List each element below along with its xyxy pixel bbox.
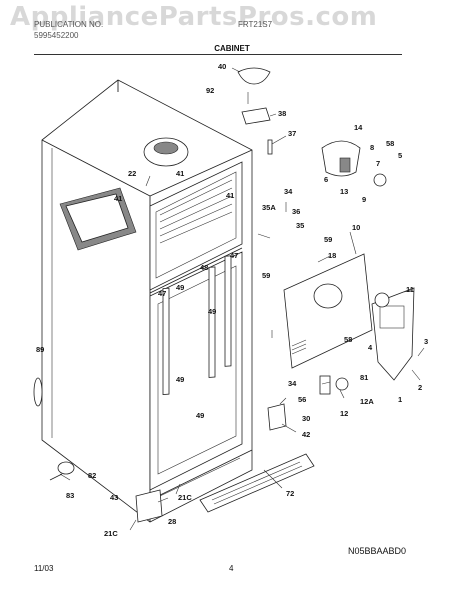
callout-10: 10	[352, 223, 360, 232]
rear-access-panel	[283, 253, 373, 369]
callout-9: 9	[362, 195, 366, 204]
light-housing	[143, 137, 189, 167]
callout-59-upper: 59	[324, 235, 332, 244]
callout-92: 92	[206, 86, 214, 95]
drawing-code: N05BBAABD0	[347, 546, 406, 556]
shelf-supports	[162, 255, 232, 396]
callout-41-left: 41	[114, 194, 122, 203]
callout-40: 40	[218, 62, 226, 71]
callout-48: 48	[200, 263, 208, 272]
callout-6: 6	[324, 175, 328, 184]
callout-8: 8	[370, 143, 374, 152]
callout-14: 14	[354, 123, 363, 132]
callout-81: 81	[360, 373, 368, 382]
callout-34-top: 34	[284, 187, 293, 196]
control-assembly	[321, 140, 387, 187]
callout-1: 1	[398, 395, 402, 404]
callout-30: 30	[302, 414, 310, 423]
callout-3: 3	[424, 337, 428, 346]
model-number: FRT21S7	[238, 20, 273, 29]
callout-labels: 40 92 38 37 14 58 8 5 7 6 13 9 22 41 41 …	[36, 62, 428, 538]
callout-72: 72	[286, 489, 294, 498]
callout-47-left: 47	[158, 289, 166, 298]
callout-2: 2	[418, 383, 422, 392]
callout-49-b: 49	[208, 307, 216, 316]
callout-41-top: 41	[176, 169, 184, 178]
callout-12A: 12A	[360, 397, 374, 406]
top-hinge-parts	[237, 67, 273, 155]
watermark: AppliancePartsPros.com	[10, 2, 378, 32]
callout-49-c: 49	[176, 375, 184, 384]
callout-12: 12	[340, 409, 348, 418]
leader-lines	[59, 67, 425, 531]
callout-13: 13	[340, 187, 348, 196]
callout-5: 5	[398, 151, 402, 160]
callout-7: 7	[376, 159, 380, 168]
callout-56: 56	[298, 395, 306, 404]
callout-37: 37	[288, 129, 296, 138]
publication-number: 5995452200	[34, 31, 79, 40]
leveling-parts	[33, 375, 349, 523]
cabinet-shell	[41, 79, 253, 523]
callout-4: 4	[368, 343, 373, 352]
callout-43: 43	[110, 493, 118, 502]
callout-28: 28	[168, 517, 176, 526]
callout-83: 83	[66, 491, 74, 500]
callout-59-lower: 59	[262, 271, 270, 280]
callout-49-a: 49	[176, 283, 184, 292]
bottom-grille	[199, 453, 315, 513]
publication-label: PUBLICATION NO.	[34, 20, 104, 29]
callout-42: 42	[302, 430, 310, 439]
callout-89: 89	[36, 345, 44, 354]
callout-11: 11	[406, 285, 414, 294]
callout-58-mid: 58	[344, 335, 352, 344]
callout-22: 22	[128, 169, 136, 178]
callout-49-d: 49	[196, 411, 204, 420]
callout-36: 36	[292, 207, 300, 216]
callout-38: 38	[278, 109, 286, 118]
section-title: CABINET	[214, 44, 250, 53]
callout-35: 35	[296, 221, 304, 230]
callout-58-top: 58	[386, 139, 394, 148]
footer-date: 11/03	[34, 564, 54, 573]
callout-82: 82	[88, 471, 96, 480]
side-bracket-part	[59, 187, 137, 251]
callout-21C-left: 21C	[104, 529, 118, 538]
callout-34-bottom: 34	[288, 379, 297, 388]
callout-41-right: 41	[226, 191, 234, 200]
light-shield	[371, 287, 415, 381]
callout-21C-right: 21C	[178, 493, 192, 502]
header-divider	[34, 54, 402, 55]
footer-page-number: 4	[229, 564, 234, 573]
callout-35A: 35A	[262, 203, 276, 212]
callout-47-right: 47	[230, 251, 238, 260]
callout-18-upper: 18	[328, 251, 336, 260]
